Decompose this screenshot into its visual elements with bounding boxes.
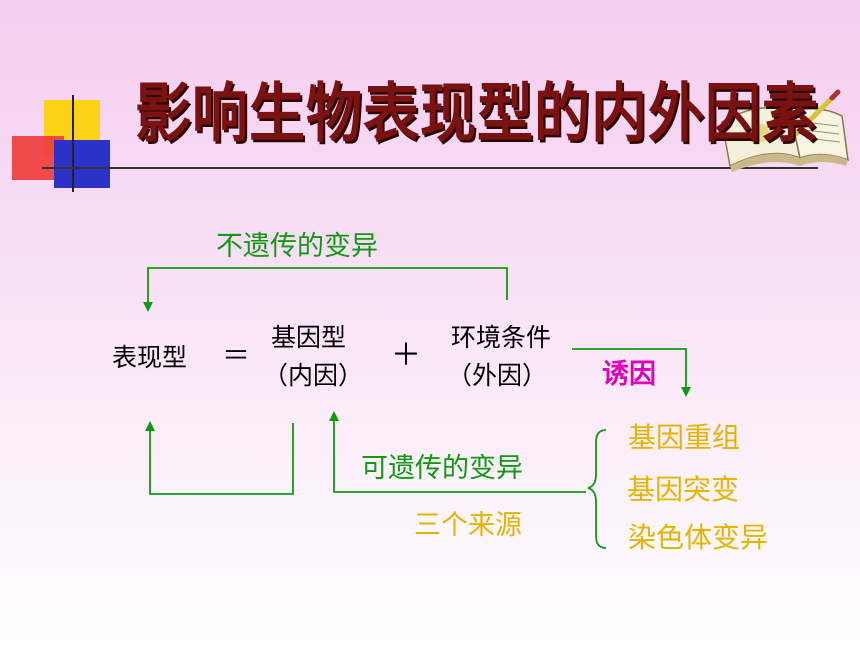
open-book-icon [721,89,849,172]
environment-label: 环境条件 [451,323,552,352]
three-sources-label: 三个来源 [414,510,522,541]
source-item: 基因重组 [628,421,741,454]
page-title: 影响生物表现型的内外因素 [135,76,819,152]
environment-note: （外因） [447,361,548,390]
non-heritable-variation-label: 不遗传的变异 [216,231,378,262]
equals-sign: ＝ [222,339,251,372]
source-item: 染色体变异 [628,521,769,554]
phenotype-label: 表现型 [112,343,188,372]
inducer-label: 诱因 [602,359,656,390]
heritable-variation-label: 可遗传的变异 [361,453,523,484]
blue-square-decor [54,140,110,188]
source-item: 基因突变 [627,473,740,506]
genotype-note: （内因） [263,361,364,390]
plus-sign: ＋ [391,338,421,373]
diagram-connectors [143,267,691,495]
sources-brace [587,429,607,549]
genotype-label: 基因型 [271,323,347,352]
